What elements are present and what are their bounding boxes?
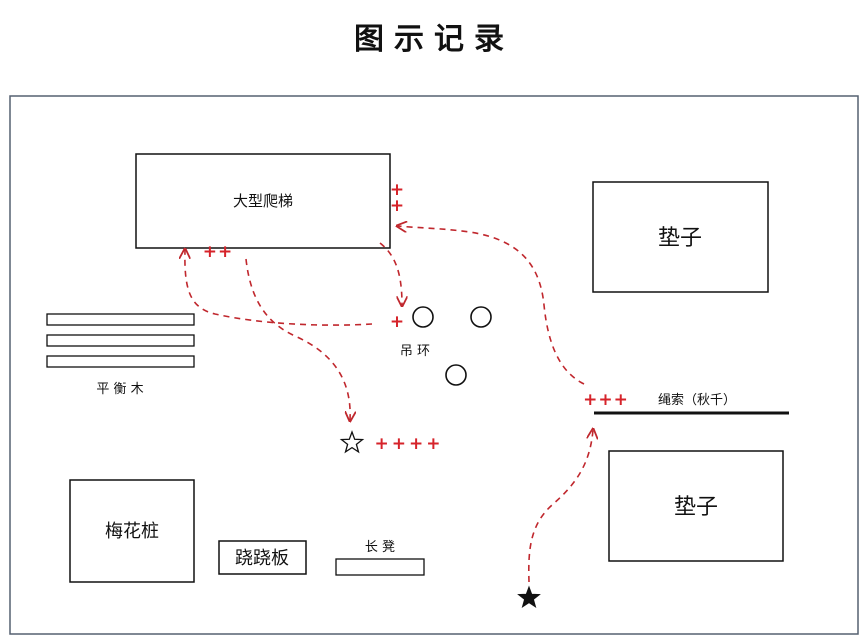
ladder-box: [135, 153, 391, 249]
plus-ladder-right-1: +: [390, 180, 404, 200]
diagram-frame: [9, 95, 859, 635]
ring-3: [445, 364, 467, 386]
seesaw-box: [218, 540, 307, 575]
seesaw-label: 跷跷板: [235, 548, 289, 569]
plus-star: ++++: [375, 434, 444, 454]
path-start-to-rope: [528, 430, 593, 583]
plus-rings: +: [390, 312, 404, 332]
mat-bottom-label: 垫子: [674, 495, 718, 520]
path-ladder-to-rings: [379, 242, 402, 305]
star-filled-icon: [517, 585, 541, 609]
stakes-label: 梅花桩: [105, 521, 159, 542]
mat-bottom-box: [608, 450, 784, 562]
plus-ladder-right-2: +: [390, 196, 404, 216]
ladder-label: 大型爬梯: [233, 192, 293, 210]
stakes-box: [69, 479, 195, 583]
plus-rope: +++: [583, 390, 629, 410]
rings-label: 吊 环: [400, 344, 430, 359]
beam-bar-1: [46, 313, 195, 326]
ring-2: [470, 306, 492, 328]
beam-bar-3: [46, 355, 195, 368]
mat-top-label: 垫子: [658, 226, 702, 251]
path-ladder-to-star: [245, 258, 350, 420]
ring-1: [412, 306, 434, 328]
path-rope-to-ladder: [398, 226, 585, 385]
beam-bar-2: [46, 334, 195, 347]
star-outline-icon: [339, 430, 365, 454]
plus-ladder-bottom: ++: [203, 242, 234, 262]
bench-box: [335, 558, 425, 576]
bench-label: 长 凳: [365, 539, 395, 555]
mat-top-box: [592, 181, 769, 293]
path-rings-to-ladder: [185, 250, 373, 326]
rope-label: 绳索（秋千）: [658, 393, 736, 408]
beam-label: 平 衡 木: [96, 382, 143, 397]
page-title: 图示记录: [354, 22, 514, 57]
